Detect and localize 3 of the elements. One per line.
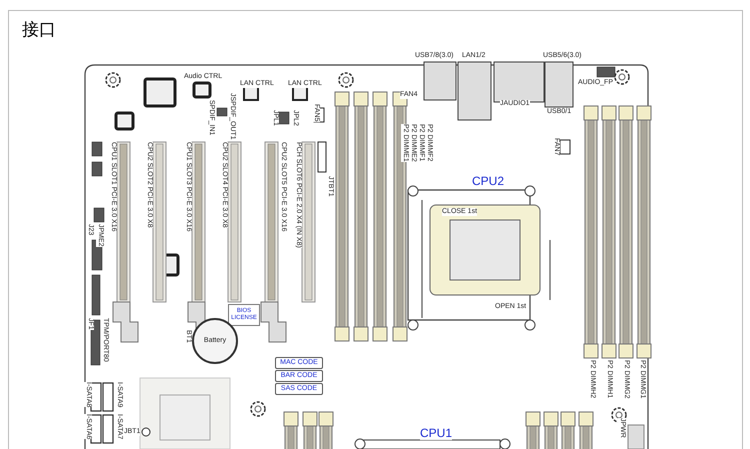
cpu-label: CPU2 bbox=[472, 174, 504, 188]
page-title: 接口 bbox=[22, 20, 56, 40]
cpu-label: CPU1 bbox=[420, 426, 452, 440]
